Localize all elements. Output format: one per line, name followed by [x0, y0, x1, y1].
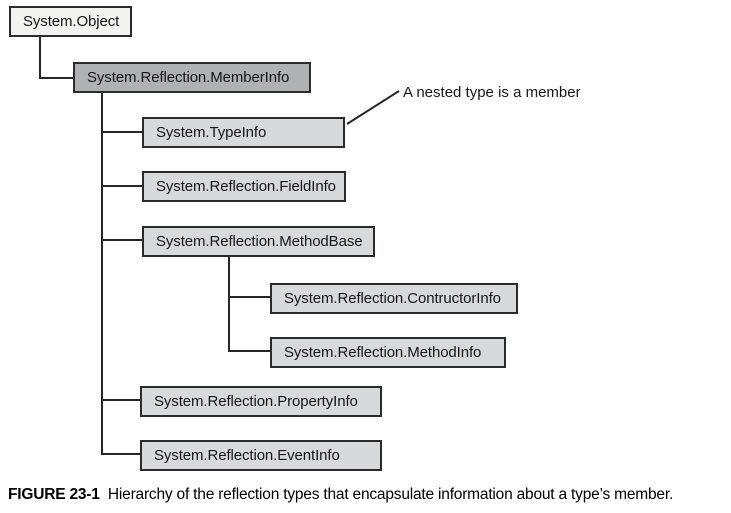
connector-branch-contructorinfo	[228, 296, 270, 298]
connector-branch-methodbase	[101, 239, 142, 241]
annotation-callout-line	[346, 90, 400, 125]
figure-caption: FIGURE 23-1 Hierarchy of the reflection …	[8, 486, 728, 504]
connector-branch-methodinfo	[228, 350, 270, 352]
node-system-typeinfo: System.TypeInfo	[142, 117, 345, 148]
annotation-nested-type: A nested type is a member	[403, 84, 581, 101]
figure-caption-label: FIGURE 23-1	[8, 486, 100, 503]
connector-object-down	[39, 37, 41, 79]
connector-branch-fieldinfo	[101, 185, 142, 187]
connector-branch-propertyinfo	[101, 399, 140, 401]
node-system-object: System.Object	[9, 6, 132, 37]
node-system-reflection-propertyinfo: System.Reflection.PropertyInfo	[140, 386, 382, 417]
node-system-reflection-methodinfo: System.Reflection.MethodInfo	[270, 337, 506, 368]
connector-member-trunk	[101, 93, 103, 455]
node-system-reflection-fieldinfo: System.Reflection.FieldInfo	[142, 171, 346, 202]
node-system-reflection-eventinfo: System.Reflection.EventInfo	[140, 440, 382, 471]
node-system-reflection-memberinfo: System.Reflection.MemberInfo	[73, 62, 311, 93]
connector-object-elbow	[39, 77, 73, 79]
connector-methodbase-trunk	[228, 257, 230, 352]
node-system-reflection-contructorinfo: System.Reflection.ContructorInfo	[270, 283, 518, 314]
figure-caption-text: Hierarchy of the reflection types that e…	[107, 486, 674, 503]
node-system-reflection-methodbase: System.Reflection.MethodBase	[142, 226, 375, 257]
connector-branch-eventinfo	[101, 453, 140, 455]
connector-branch-typeinfo	[101, 131, 142, 133]
